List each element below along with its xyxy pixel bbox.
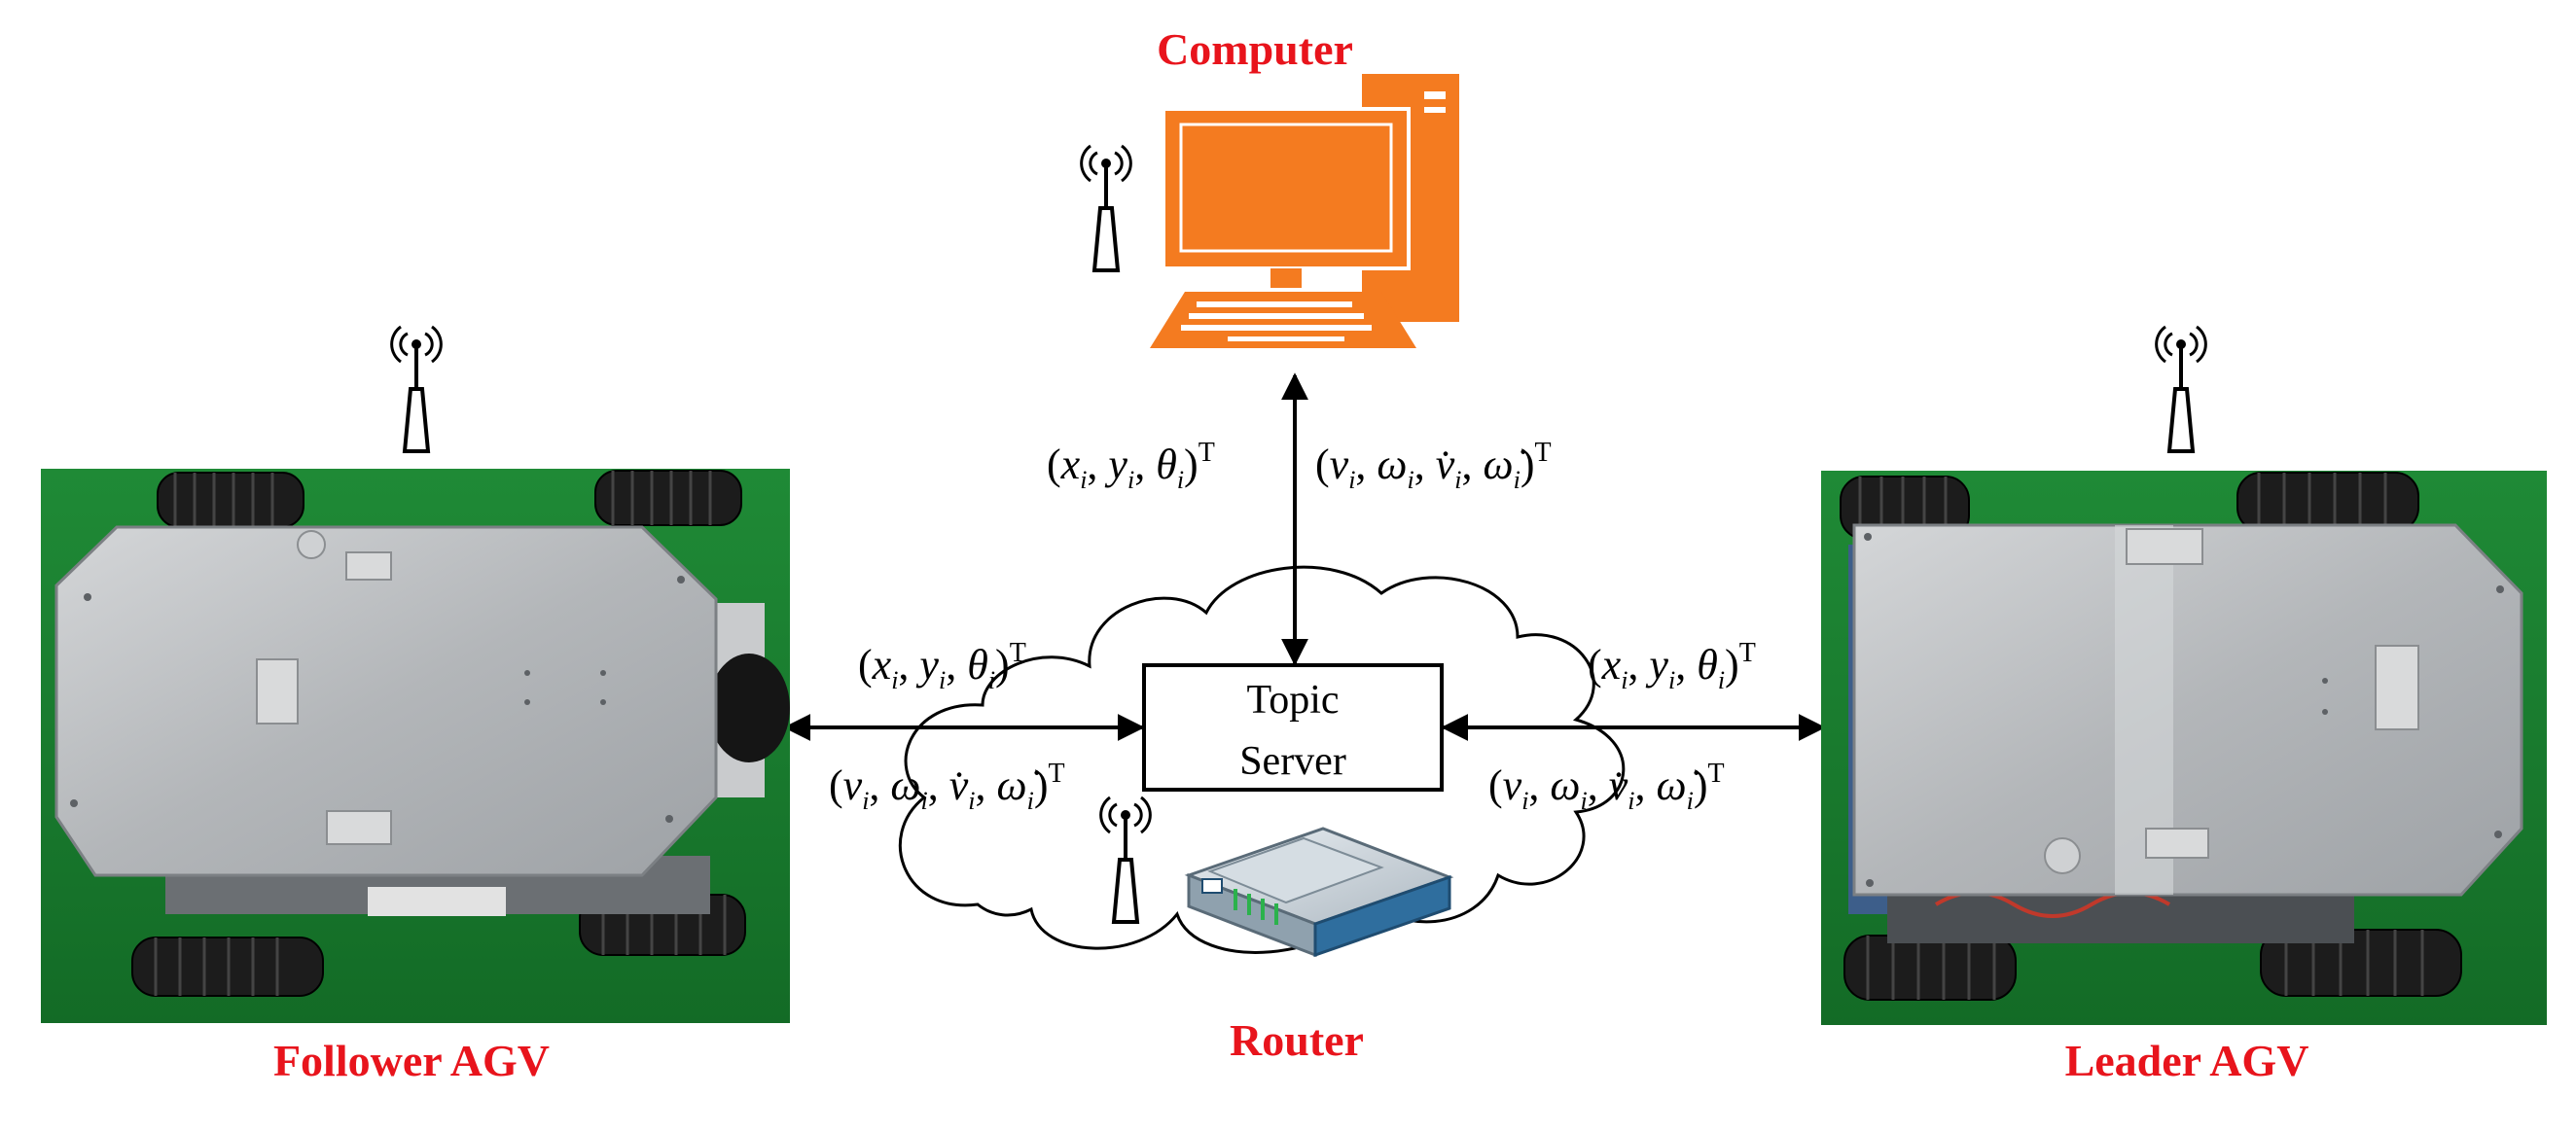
leader-agv-label: Leader AGV (2065, 1036, 2309, 1085)
agv-robot-icon (41, 469, 790, 1023)
velocity-vector-left: (vi, ωi, v̇i, ω̇i)T (829, 759, 1065, 815)
antenna-icon (1080, 144, 1132, 272)
svg-text:(vi, ωi, v̇i, ω̇i)T: (vi, ωi, v̇i, ω̇i)T (829, 759, 1065, 815)
router-icon (1184, 827, 1454, 958)
svg-text:(xi, yi, θi)T: (xi, yi, θi)T (1047, 438, 1215, 494)
topic-server-line1: Topic (1246, 678, 1339, 723)
computer-icon (1150, 74, 1459, 348)
antenna-icon (2155, 325, 2207, 453)
velocity-vector-right: (vi, ωi, v̇i, ω̇i)T (1488, 759, 1725, 815)
velocity-vector-top: (vi, ωi, v̇i, ω̇i)T (1315, 438, 1552, 494)
svg-text:(vi, ωi, v̇i, ω̇i)T: (vi, ωi, v̇i, ω̇i)T (1488, 759, 1725, 815)
antenna-icon (1099, 796, 1152, 924)
pose-vector-left: (xi, yi, θi)T (858, 638, 1026, 694)
pose-vector-right: (xi, yi, θi)T (1588, 638, 1756, 694)
svg-text:(xi, yi, θi)T: (xi, yi, θi)T (1588, 638, 1756, 694)
topic-server-line2: Server (1239, 739, 1346, 784)
antenna-icon (390, 325, 443, 453)
svg-text:(vi, ωi, v̇i, ω̇i)T: (vi, ωi, v̇i, ω̇i)T (1315, 438, 1552, 494)
computer-label: Computer (1157, 24, 1353, 74)
svg-text:(xi, yi, θi)T: (xi, yi, θi)T (858, 638, 1026, 694)
agv-robot-icon (1821, 471, 2547, 1025)
pose-vector-top: (xi, yi, θi)T (1047, 438, 1215, 494)
router-label: Router (1230, 1015, 1364, 1065)
follower-agv-label: Follower AGV (273, 1036, 550, 1085)
